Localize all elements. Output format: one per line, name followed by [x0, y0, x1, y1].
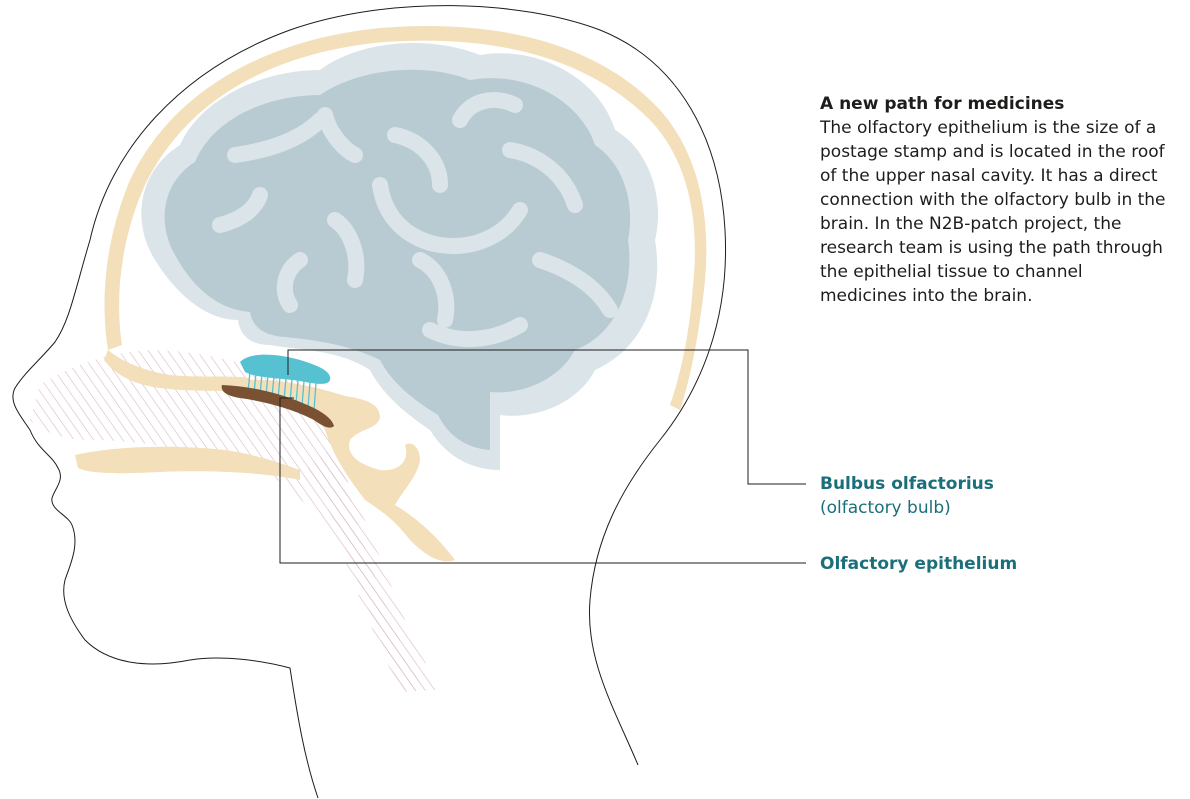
info-body: The olfactory epithelium is the size of …	[820, 116, 1170, 308]
bulb-label-subtitle: (olfactory bulb)	[820, 496, 994, 520]
info-title: A new path for medicines	[820, 92, 1170, 116]
olfactory-bulb-label: Bulbus olfactorius (olfactory bulb)	[820, 472, 994, 520]
bulb-label-title: Bulbus olfactorius	[820, 472, 994, 496]
epithelium-label-title: Olfactory epithelium	[820, 552, 1017, 576]
info-box: A new path for medicines The olfactory e…	[820, 92, 1170, 308]
olfactory-epithelium-label: Olfactory epithelium	[820, 552, 1017, 576]
